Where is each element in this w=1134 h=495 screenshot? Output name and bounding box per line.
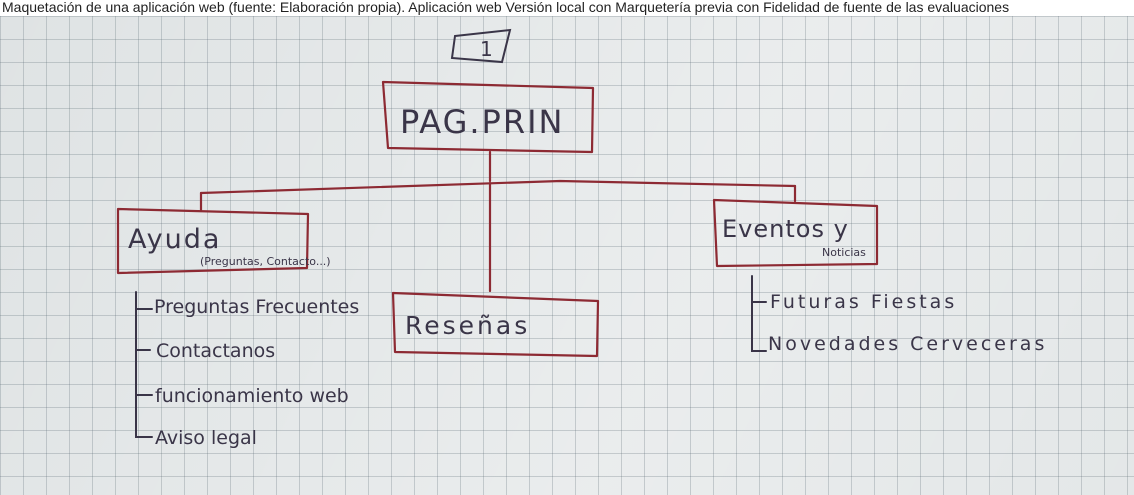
node-ayuda-label: Ayuda: [128, 224, 221, 255]
node-eventos-label: Eventos y: [722, 215, 849, 243]
ayuda-item-4: Aviso legal: [155, 427, 257, 449]
figure-caption: Maquetación de una aplicación web (fuent…: [0, 0, 1134, 16]
node-eventos-label-line2: Noticias: [822, 246, 866, 259]
page-number-marker: 1: [450, 28, 512, 64]
graph-paper: 1 PAG.PRIN Ayuda (Preguntas, Contacto...…: [0, 16, 1134, 495]
ayuda-item-2: Contactanos: [156, 340, 275, 362]
eventos-children: Futuras Fiestas Novedades Cerveceras: [751, 275, 1047, 355]
node-resenas-label: Reseñas: [405, 311, 530, 340]
eventos-item-2: Novedades Cerveceras: [768, 333, 1047, 355]
node-ayuda: Ayuda (Preguntas, Contacto...): [116, 207, 331, 275]
node-pag-prin: PAG.PRIN: [381, 80, 595, 154]
ayuda-item-3: funcionamiento web: [155, 385, 349, 407]
node-eventos: Eventos y Noticias: [712, 198, 879, 268]
connector-lines: [199, 150, 797, 293]
node-pag-prin-label: PAG.PRIN: [400, 103, 564, 141]
page-number: 1: [480, 37, 493, 61]
ayuda-item-1: Preguntas Frecuentes: [154, 296, 359, 318]
node-resenas: Reseñas: [391, 291, 600, 358]
node-ayuda-note: (Preguntas, Contacto...): [200, 255, 331, 268]
sitemap-diagram: 1 PAG.PRIN Ayuda (Preguntas, Contacto...…: [116, 28, 1047, 449]
eventos-item-1: Futuras Fiestas: [770, 291, 957, 313]
ayuda-children: Preguntas Frecuentes Contactanos funcion…: [135, 291, 359, 449]
